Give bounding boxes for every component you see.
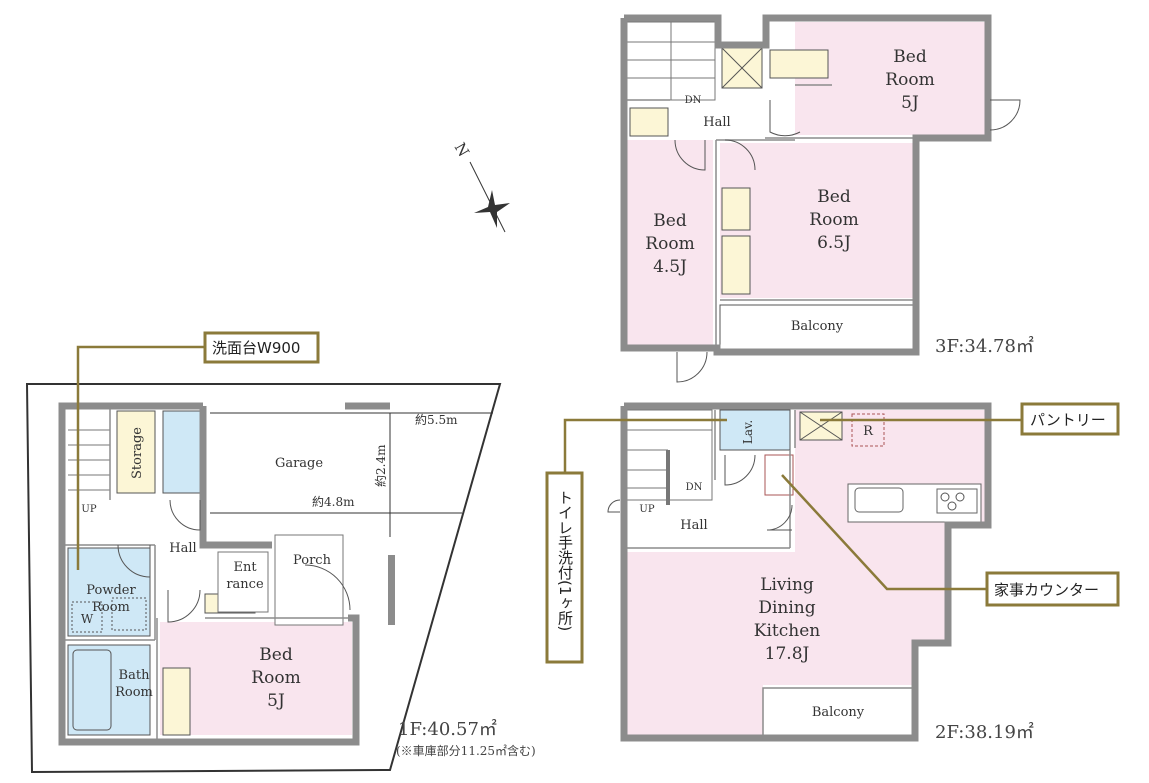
lavatory-2f bbox=[719, 409, 791, 451]
kitchen-counter bbox=[847, 483, 982, 523]
dimension-width-total: 約5.5m bbox=[415, 412, 458, 427]
utility-counter bbox=[764, 454, 794, 496]
callout-toilet-sink: トイレ手洗付(1ヶ所) bbox=[545, 418, 727, 664]
closet-1f bbox=[162, 667, 191, 736]
floor-area-note-1f: (※車庫部分11.25㎡含む) bbox=[396, 743, 536, 758]
room-label-garage: Garage bbox=[275, 456, 323, 471]
closet-3f bbox=[769, 49, 829, 79]
callout-counter: 家事カウンター bbox=[781, 474, 1120, 607]
callout-pantry: パントリー bbox=[820, 402, 1120, 436]
dimension-depth: 約2.4m bbox=[373, 444, 388, 487]
staircase-3f bbox=[626, 21, 716, 101]
staircase-1f bbox=[68, 429, 110, 491]
floor-area-1f: 1F:40.57㎡ bbox=[398, 718, 497, 740]
bathtub bbox=[72, 649, 112, 731]
entrance bbox=[217, 551, 269, 613]
fridge-space bbox=[851, 413, 885, 447]
bedroom-5j-1f bbox=[160, 622, 352, 735]
room-label-hall-3f: Hall bbox=[703, 115, 730, 130]
outer-wall-1f bbox=[58, 402, 360, 746]
label-up-1f: UP bbox=[81, 504, 96, 515]
powder-room bbox=[67, 547, 151, 637]
label-dn-3f: DN bbox=[685, 95, 702, 106]
floor-area-3f: 3F:34.78㎡ bbox=[935, 335, 1034, 357]
closet-65j-a bbox=[721, 187, 751, 231]
label-washer: W bbox=[81, 612, 94, 626]
lot-boundary bbox=[25, 383, 502, 774]
toilet-1f bbox=[162, 410, 201, 494]
bedroom-65j bbox=[720, 143, 913, 298]
svg-text:N: N bbox=[451, 139, 473, 159]
label-up-2f: UP bbox=[639, 504, 654, 515]
room-label-storage: Storage bbox=[130, 427, 145, 479]
sink-icon bbox=[854, 487, 904, 513]
washer-space bbox=[71, 601, 103, 633]
label-fridge: R bbox=[863, 424, 874, 439]
dryer-space bbox=[111, 597, 147, 631]
dimension-width-inner: 約4.8m bbox=[312, 494, 355, 509]
floor-area-2f: 2F:38.19㎡ bbox=[935, 721, 1034, 743]
room-label-hall-1f: Hall bbox=[169, 541, 196, 556]
svg-text:家事カウンター: 家事カウンター bbox=[994, 581, 1099, 599]
storage-1f bbox=[116, 410, 156, 494]
room-label-balcony-3f: Balcony bbox=[791, 319, 844, 334]
compass-rose-icon: N bbox=[451, 139, 510, 233]
bedroom-45j bbox=[627, 140, 713, 345]
staircase-2f bbox=[626, 409, 713, 505]
outer-wall-2f bbox=[620, 402, 992, 742]
svg-text:洗面台W900: 洗面台W900 bbox=[212, 339, 300, 357]
callout-washstand: 洗面台W900 bbox=[76, 331, 320, 570]
closet-3f-hall bbox=[629, 107, 669, 137]
room-label-hall-2f: Hall bbox=[680, 518, 707, 533]
label-lav: Lav. bbox=[741, 420, 755, 444]
room-label-balcony-2f: Balcony bbox=[812, 705, 865, 720]
room-label-porch: Porch bbox=[293, 553, 332, 568]
svg-text:パントリー: パントリー bbox=[1030, 411, 1106, 429]
closet-65j-b bbox=[721, 235, 751, 295]
floor-1: 約5.5m 約4.8m 約2.4m Garage Storage UP Hall… bbox=[25, 383, 536, 774]
label-dn-2f: DN bbox=[686, 482, 703, 493]
stove-icon bbox=[936, 488, 978, 514]
svg-text:トイレ手洗付(1ヶ所): トイレ手洗付(1ヶ所) bbox=[556, 490, 574, 631]
garage-wall bbox=[199, 406, 272, 549]
porch bbox=[274, 534, 344, 626]
dimension-lines bbox=[210, 412, 493, 537]
